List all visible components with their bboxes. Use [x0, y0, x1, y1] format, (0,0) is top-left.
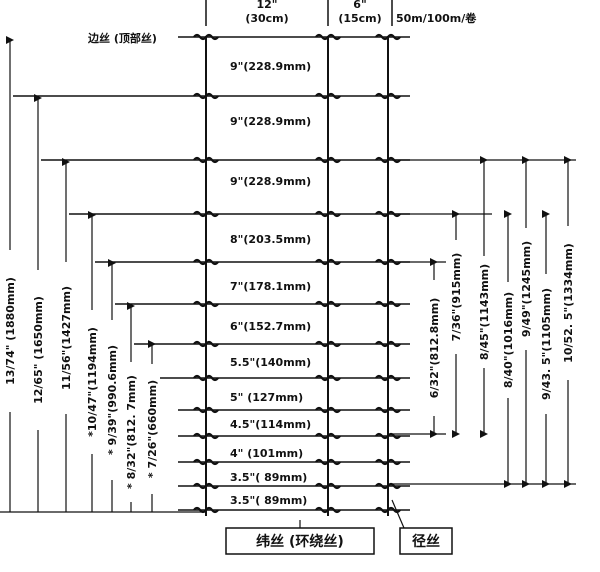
- wire-knot: [315, 92, 341, 100]
- wire-knot: [193, 258, 219, 266]
- wire-knot: [193, 458, 219, 466]
- callout-leader-vertical-wire: [391, 499, 405, 529]
- wire-knot: [375, 258, 401, 266]
- wire-knot: [315, 210, 341, 218]
- wire-knot: [375, 432, 401, 440]
- dim-label-right: 10/52. 5"(1334mm): [562, 243, 575, 363]
- wire-knot: [193, 432, 219, 440]
- dim-label-right: 6/32"(812.8mm): [428, 298, 441, 398]
- line-wire-box: [225, 527, 375, 555]
- dim-gap: [2, 250, 18, 412]
- dim-label-left: *10/47"(1194mm): [86, 327, 99, 437]
- dim-gap: [426, 280, 442, 416]
- dim-gap: [518, 228, 534, 350]
- wire-knot: [375, 156, 401, 164]
- dim-label-left: 11/56"(1427mm): [60, 286, 73, 390]
- wire-knot: [315, 156, 341, 164]
- wire-knot: [315, 506, 341, 514]
- wire-knot: [315, 432, 341, 440]
- roll-length: 50m/100m/卷: [396, 11, 477, 25]
- dim-label-right: 8/45"(1143mm): [478, 264, 491, 360]
- spacing-label: 4.5"(114mm): [230, 418, 311, 431]
- wire-knot: [375, 33, 401, 41]
- spacing-labels: 9"(228.9mm) 9"(228.9mm) 9"(228.9mm) 8"(2…: [230, 60, 311, 507]
- dim-gap: [448, 240, 464, 354]
- wire-knot: [375, 92, 401, 100]
- dim-label-right: 7/36"(915mm): [450, 253, 463, 342]
- dim-label-right: 9/43. 5"(1105mm): [540, 288, 553, 400]
- fence-mesh: [0, 33, 410, 516]
- spacing-label: 9"(228.9mm): [230, 175, 311, 188]
- wire-knot: [375, 458, 401, 466]
- line-wire-label: 纬丝 (环绕丝): [256, 533, 344, 550]
- dim-label-right: 9/49"(1245mm): [520, 241, 533, 337]
- wire-knot: [193, 406, 219, 414]
- vertical-wire-box: [399, 527, 453, 555]
- dim-label-left: * 8/32"(812. 7mm): [125, 375, 138, 489]
- wire-knot: [193, 340, 219, 348]
- spacing-label: 7"(178.1mm): [230, 280, 311, 293]
- dim-gap: [500, 282, 516, 398]
- wire-knot: [375, 406, 401, 414]
- dim-label-right: 8/40"(1016mm): [502, 292, 515, 388]
- wire-knot: [315, 33, 341, 41]
- wire-knot: [193, 33, 219, 41]
- width-edge-in: 6": [353, 0, 366, 11]
- spacing-label: 5" (127mm): [230, 391, 303, 404]
- wire-knot: [375, 374, 401, 382]
- wire-knot: [315, 300, 341, 308]
- wire-knot: [375, 300, 401, 308]
- dim-gap: [30, 270, 46, 430]
- right-dimensions: 6/32"(812.8mm) 7/36"(915mm) 8/45"(1143mm…: [392, 156, 576, 488]
- dim-label-left: 12/65" (1650mm): [32, 296, 45, 404]
- spacing-label: 5.5"(140mm): [230, 356, 311, 369]
- dim-gap: [560, 226, 576, 380]
- dim-gap: [476, 256, 492, 368]
- dim-gap: [538, 274, 554, 414]
- wire-knot: [375, 482, 401, 490]
- dim-gap: [104, 320, 120, 480]
- dim-label-left: * 7/26"(660mm): [146, 380, 159, 478]
- wire-knot: [315, 340, 341, 348]
- width-main-cm: (30cm): [245, 12, 288, 25]
- wire-knot: [193, 506, 219, 514]
- dim-gap: [123, 362, 139, 502]
- left-dimensions: 13/74" (1880mm) 12/65" (1650mm) 11/56"(1…: [2, 36, 160, 512]
- wire-knot: [193, 374, 219, 382]
- wire-knot: [193, 156, 219, 164]
- dim-gap: [144, 364, 160, 494]
- top-wire-label: 边丝 (顶部丝): [87, 31, 157, 45]
- dim-gap: [84, 310, 100, 454]
- header: 12" (30cm) 6" (15cm) 50m/100m/卷: [205, 0, 477, 26]
- width-edge-cm: (15cm): [338, 12, 381, 25]
- wire-knot: [193, 482, 219, 490]
- dim-gap: [58, 262, 74, 414]
- spacing-label: 4" (101mm): [230, 447, 303, 460]
- spacing-label: 3.5"( 89mm): [230, 471, 307, 484]
- wire-knot: [315, 258, 341, 266]
- wire-knot: [315, 482, 341, 490]
- dim-label-left: 13/74" (1880mm): [4, 277, 17, 385]
- wire-knot: [193, 300, 219, 308]
- spacing-label: 9"(228.9mm): [230, 115, 311, 128]
- spacing-label: 8"(203.5mm): [230, 233, 311, 246]
- wire-knot: [375, 506, 401, 514]
- wire-knot: [375, 340, 401, 348]
- wire-knot: [315, 458, 341, 466]
- wire-knot: [315, 406, 341, 414]
- wire-knot: [315, 374, 341, 382]
- wire-knot: [375, 210, 401, 218]
- wire-knot: [193, 210, 219, 218]
- spacing-label: 9"(228.9mm): [230, 60, 311, 73]
- wire-knot: [193, 92, 219, 100]
- spacing-label: 6"(152.7mm): [230, 320, 311, 333]
- bottom-callouts: 纬丝 (环绕丝) 径丝: [225, 499, 453, 555]
- spacing-label: 3.5"( 89mm): [230, 494, 307, 507]
- width-main-in: 12": [256, 0, 277, 11]
- vertical-wire-label: 径丝: [412, 533, 440, 550]
- dim-label-left: * 9/39"(990.6mm): [106, 345, 119, 455]
